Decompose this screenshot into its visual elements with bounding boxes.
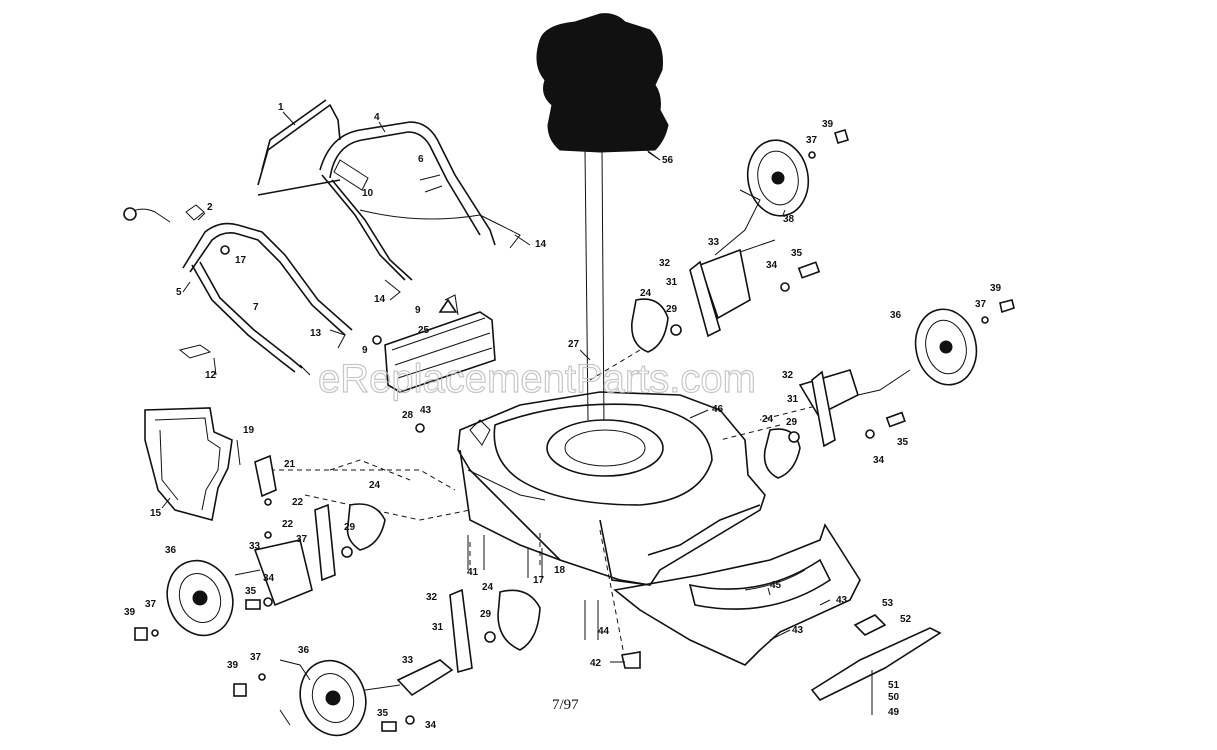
callout-51: 51 — [888, 680, 900, 691]
callout-39-bottom: 39 — [227, 660, 239, 671]
callout-6: 6 — [418, 154, 424, 165]
callout-9-top: 9 — [415, 305, 421, 316]
callout-53: 53 — [882, 598, 894, 609]
mulch-plate — [613, 523, 861, 666]
callout-34-top: 34 — [766, 260, 778, 271]
callout-17-deck: 17 — [533, 575, 545, 586]
callout-38: 38 — [783, 214, 795, 225]
callout-50: 50 — [888, 692, 900, 703]
callout-44: 44 — [598, 626, 610, 637]
callout-24-left: 24 — [369, 480, 381, 491]
callout-37-bottom: 37 — [250, 652, 262, 663]
callout-12: 12 — [205, 370, 217, 381]
callout-32-bottom: 32 — [426, 592, 438, 603]
callout-31-right: 31 — [787, 394, 799, 405]
callout-5: 5 — [176, 287, 182, 298]
leader-lines — [161, 111, 831, 663]
callout-42: 42 — [590, 658, 602, 669]
callout-35-left: 35 — [245, 586, 257, 597]
callout-10: 10 — [362, 188, 374, 199]
callout-37-right: 37 — [975, 299, 987, 310]
height-adjusters — [234, 189, 911, 726]
callout-19: 19 — [243, 425, 255, 436]
callout-56: 56 — [662, 155, 674, 166]
grass-bag — [144, 407, 233, 521]
callout-35-bottom: 35 — [377, 708, 389, 719]
callout-39-right: 39 — [990, 283, 1002, 294]
callout-21: 21 — [284, 459, 296, 470]
callout-46: 46 — [712, 404, 724, 415]
date-code: 7/97 — [552, 697, 579, 713]
callout-29-right: 29 — [786, 417, 798, 428]
callout-33-bottom: 33 — [402, 655, 414, 666]
callout-18: 18 — [554, 565, 566, 576]
upper-handle — [257, 99, 501, 281]
blade — [810, 614, 942, 715]
callout-14-top: 14 — [535, 239, 547, 250]
callout-25: 25 — [418, 325, 430, 336]
callout-43-bottom: 43 — [792, 625, 804, 636]
mower-deck — [457, 391, 766, 586]
callout-31-bottom: 31 — [432, 622, 444, 633]
callout-24-bottom: 24 — [482, 582, 494, 593]
engine — [536, 13, 669, 431]
callout-37-top: 37 — [806, 135, 818, 146]
callout-37-wheel: 37 — [145, 599, 157, 610]
callout-15: 15 — [150, 508, 162, 519]
callout-36-right: 36 — [890, 310, 902, 321]
wheel-top-right — [746, 139, 810, 217]
callout-34-left: 34 — [263, 573, 275, 584]
callout-36-bottom: 36 — [298, 645, 310, 656]
callout-17: 17 — [235, 255, 247, 266]
callout-33-left: 33 — [249, 541, 261, 552]
callout-1: 1 — [278, 102, 284, 113]
callout-2: 2 — [207, 202, 213, 213]
callout-43-mulch: 43 — [836, 595, 848, 606]
callout-33-top: 33 — [708, 237, 720, 248]
callout-35-right: 35 — [897, 437, 909, 448]
callout-24-top: 24 — [640, 288, 652, 299]
callout-24-right: 24 — [762, 414, 774, 425]
callout-29-top: 29 — [666, 304, 678, 315]
callout-28: 28 — [402, 410, 414, 421]
callout-labels: 1 4 2 5 7 17 13 12 6 10 14 14 9 9 25 56 … — [124, 102, 1002, 731]
callout-22-b: 22 — [282, 519, 294, 530]
hardware — [134, 129, 1015, 732]
callout-31-top: 31 — [666, 277, 678, 288]
callout-34-bottom: 34 — [425, 720, 437, 731]
callout-34-right: 34 — [873, 455, 885, 466]
callout-27: 27 — [568, 339, 580, 350]
callout-29-bottom: 29 — [480, 609, 492, 620]
callout-52: 52 — [900, 614, 912, 625]
callout-14-mid: 14 — [374, 294, 386, 305]
callout-35-top: 35 — [791, 248, 803, 259]
lower-handle — [123, 204, 353, 373]
wheel-left — [166, 559, 234, 637]
callout-29-left: 29 — [344, 522, 356, 533]
wheel-mid-right — [914, 308, 978, 386]
callout-32-top: 32 — [659, 258, 671, 269]
callout-7: 7 — [253, 302, 259, 313]
callout-32-right: 32 — [782, 370, 794, 381]
callout-37-left: 37 — [296, 534, 308, 545]
rear-door — [384, 298, 496, 393]
watermark: eReplacementParts.com — [318, 357, 756, 401]
callout-39-top: 39 — [822, 119, 834, 130]
callout-49: 49 — [888, 707, 900, 718]
callout-43-top: 43 — [420, 405, 432, 416]
callout-13: 13 — [310, 328, 322, 339]
callout-4: 4 — [374, 112, 380, 123]
callout-9-left: 9 — [362, 345, 368, 356]
callout-39-left: 39 — [124, 607, 136, 618]
callout-41: 41 — [467, 567, 479, 578]
callout-45: 45 — [770, 580, 782, 591]
callout-22-a: 22 — [292, 497, 304, 508]
wheel-bottom — [299, 659, 367, 737]
callout-36-left: 36 — [165, 545, 177, 556]
